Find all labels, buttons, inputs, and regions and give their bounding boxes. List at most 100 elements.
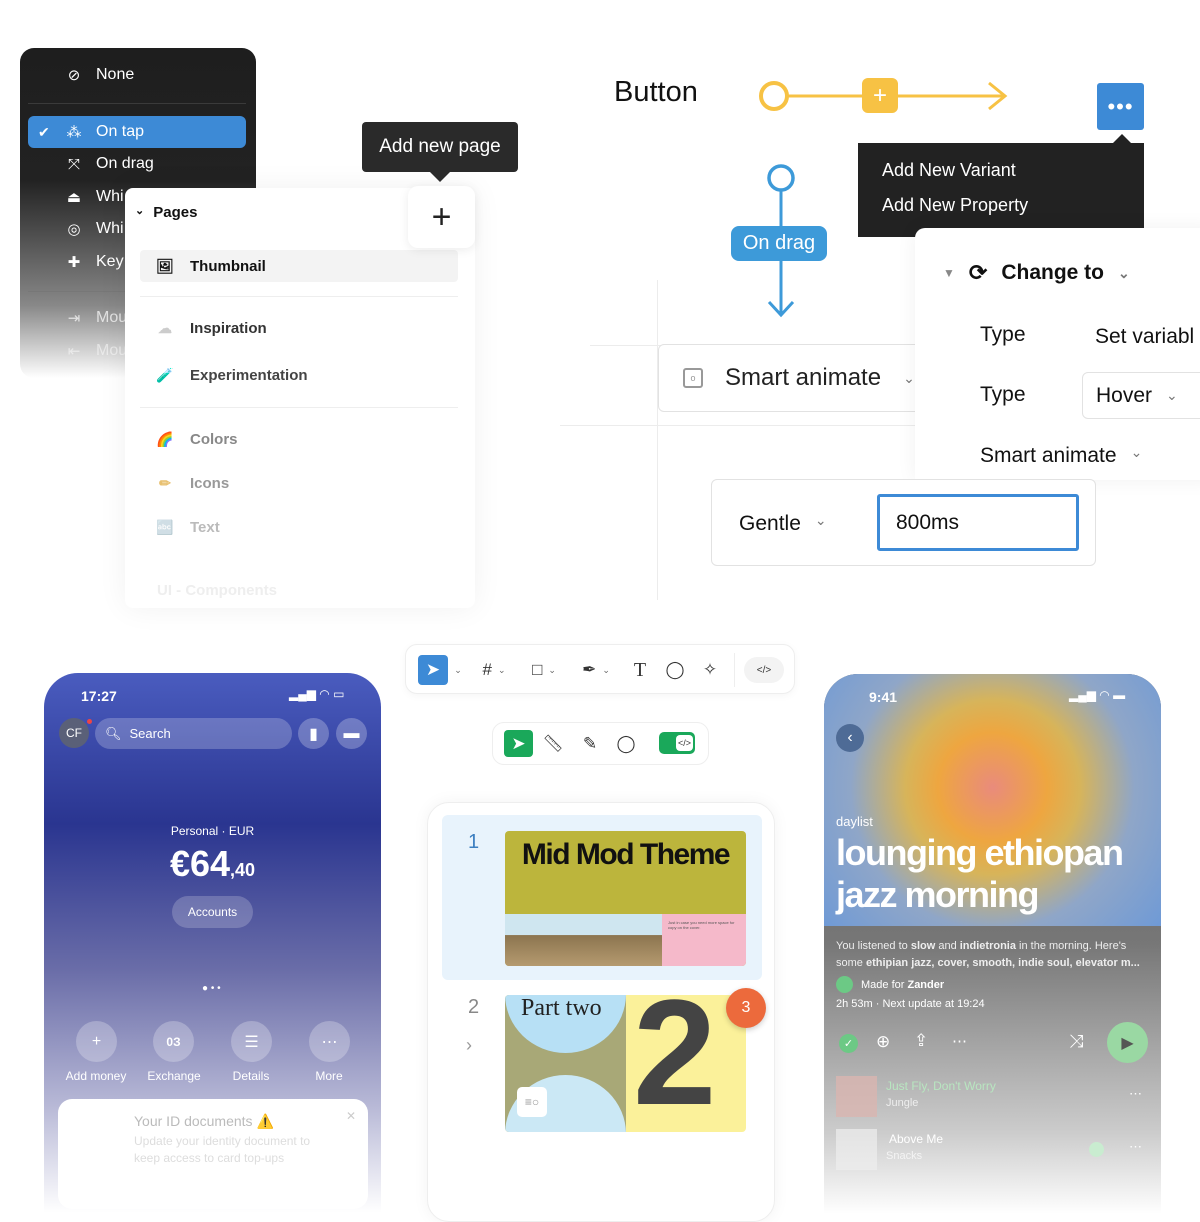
move-tool[interactable]: ➤ bbox=[504, 730, 533, 757]
id-notice-card[interactable]: Your ID documents ⚠️ Update your identit… bbox=[58, 1099, 368, 1209]
ellipsis-icon[interactable]: ⋯ bbox=[952, 1033, 967, 1050]
rectangle-tool[interactable]: □⌄ bbox=[532, 660, 556, 679]
dev-mode-toggle[interactable]: </> bbox=[659, 732, 695, 754]
share-icon[interactable]: ⇪ bbox=[914, 1031, 929, 1050]
bar-chart-icon: ▮ bbox=[309, 725, 318, 743]
duration-input[interactable]: 800ms bbox=[877, 494, 1079, 551]
comment-tool[interactable]: ◯ bbox=[614, 730, 638, 757]
pages-panel: ⌄Pages 🖼Thumbnail ☁Inspiration 🧪Experime… bbox=[125, 188, 475, 608]
trigger-none[interactable]: ⊘None bbox=[28, 59, 246, 91]
text-tool[interactable]: T bbox=[628, 655, 652, 685]
move-tool[interactable]: ➤ bbox=[418, 655, 448, 685]
back-button[interactable]: ‹ bbox=[836, 724, 864, 752]
animation-dropdown[interactable]: Smart animate⌄ bbox=[980, 444, 1143, 467]
analytics-button[interactable]: ▮ bbox=[298, 718, 329, 749]
type-value[interactable]: Set variabl bbox=[1095, 325, 1195, 348]
music-app-screen: 9:41 ▂▄▆ ◠ ▬ ‹ daylist lounging ethiopan… bbox=[824, 674, 1161, 1214]
slide-caption: Just in case you need more space for cop… bbox=[662, 914, 746, 966]
more-options-button[interactable]: ••• bbox=[1097, 83, 1144, 130]
page-item[interactable]: ☁Inspiration bbox=[158, 319, 267, 337]
presenter-notes-icon[interactable]: ≡○ bbox=[517, 1087, 547, 1117]
details-button[interactable]: ☰ bbox=[231, 1021, 272, 1062]
plus-icon: + bbox=[431, 197, 452, 236]
drag-connector bbox=[767, 164, 795, 318]
slide-thumbnail[interactable]: Mid Mod Theme Just in case you need more… bbox=[505, 831, 746, 966]
trigger-key[interactable]: ✚Key bbox=[28, 246, 246, 278]
animation-dropdown[interactable]: o Smart animate⌄ bbox=[658, 344, 937, 412]
slide-big-number: 2 bbox=[633, 995, 717, 1132]
measure-tool[interactable]: 📏︎ bbox=[541, 730, 565, 757]
page-item[interactable]: ✏Icons bbox=[140, 467, 458, 499]
cards-button[interactable]: ▬ bbox=[336, 718, 367, 749]
page-item[interactable]: 🌈Colors bbox=[156, 430, 238, 448]
play-button[interactable]: ▶ bbox=[1107, 1022, 1148, 1063]
page-item[interactable]: UI - Components bbox=[157, 581, 277, 599]
chevron-down-icon[interactable]: ⌄ bbox=[454, 664, 462, 675]
close-icon[interactable]: ✕ bbox=[345, 1109, 356, 1123]
comment-count-badge[interactable]: 3 bbox=[726, 988, 766, 1028]
trigger-while-hovering[interactable]: ◎Whi bbox=[28, 213, 246, 245]
slide-number: 1 bbox=[468, 831, 480, 853]
slide-title: Part two bbox=[521, 995, 602, 1021]
add-interaction-button[interactable]: + bbox=[862, 78, 898, 113]
status-time: 9:41 bbox=[869, 689, 898, 705]
canvas-gridline bbox=[657, 280, 658, 600]
add-money-button[interactable]: + bbox=[76, 1021, 117, 1062]
check-icon: ✔ bbox=[38, 123, 50, 140]
saved-check-icon[interactable] bbox=[1089, 1142, 1104, 1157]
track-title[interactable]: Just Fly, Don't Worry bbox=[886, 1079, 996, 1093]
ellipsis-icon: ••• bbox=[1107, 93, 1134, 119]
action-header[interactable]: ▼ ⟳ Change to⌄ bbox=[943, 260, 1130, 285]
trigger-on-tap[interactable]: ✔⁂On tap bbox=[28, 116, 246, 148]
sparkle-icon: ✧ bbox=[702, 660, 718, 679]
add-page-button[interactable]: + bbox=[408, 186, 475, 248]
ruler-icon: 📏︎ bbox=[542, 733, 564, 753]
menu-item-add-property[interactable]: Add New Property bbox=[882, 195, 1029, 215]
page-item[interactable]: 🖼Thumbnail bbox=[140, 250, 458, 282]
ai-tool[interactable]: ✧ bbox=[698, 655, 722, 685]
exchange-button[interactable]: 0З bbox=[153, 1021, 194, 1062]
track-options-icon[interactable]: ⋯ bbox=[1129, 1086, 1142, 1101]
code-icon: </> bbox=[675, 735, 693, 751]
pages-header[interactable]: ⌄Pages bbox=[135, 204, 198, 221]
frame-tool[interactable]: #⌄ bbox=[482, 660, 506, 679]
canvas-gridline bbox=[560, 425, 920, 426]
track-options-icon[interactable]: ⋯ bbox=[1129, 1139, 1142, 1154]
chevron-down-icon: ⌄ bbox=[1130, 444, 1143, 460]
mouse-leave-icon: ⇤ bbox=[67, 343, 81, 360]
button-component[interactable]: Button bbox=[570, 55, 775, 130]
more-button[interactable]: ⋯ bbox=[309, 1021, 350, 1062]
page-item[interactable]: 🧪Experimentation bbox=[156, 366, 308, 384]
while-pressing-icon: ⏏ bbox=[66, 189, 82, 206]
easing-dropdown[interactable]: Gentle⌄ bbox=[739, 512, 827, 535]
slide-thumbnail[interactable]: Part two 2 ≡○ bbox=[505, 995, 746, 1132]
trigger-while-pressing[interactable]: ⏏Whi bbox=[28, 181, 246, 213]
search-input[interactable]: 🔍︎Search bbox=[95, 718, 292, 749]
pen-tool[interactable]: ✒⌄ bbox=[582, 660, 610, 679]
notice-body: Update your identity document to keep ac… bbox=[134, 1134, 311, 1165]
download-icon[interactable]: ⊕ bbox=[876, 1032, 891, 1051]
annotate-tool[interactable]: ✎ bbox=[578, 730, 602, 757]
track-artwork bbox=[836, 1129, 877, 1170]
pen-icon: ✒ bbox=[582, 660, 597, 679]
avatar[interactable]: CF bbox=[59, 718, 89, 748]
shuffle-icon[interactable]: ⤨ bbox=[1069, 1031, 1084, 1051]
plus-icon: + bbox=[91, 1032, 102, 1050]
track-artwork bbox=[836, 1076, 877, 1117]
comment-icon: ◯ bbox=[616, 733, 636, 753]
menu-item-add-variant[interactable]: Add New Variant bbox=[882, 160, 1016, 180]
saved-check-icon[interactable]: ✓ bbox=[839, 1034, 858, 1053]
accounts-button[interactable]: Accounts bbox=[172, 896, 253, 928]
track-title[interactable]: Above Me bbox=[889, 1132, 944, 1146]
tap-icon: ⁂ bbox=[66, 124, 82, 141]
type-dropdown[interactable]: Hover⌄ bbox=[1082, 372, 1200, 419]
page-item[interactable]: 🔤Text bbox=[156, 518, 220, 536]
chevron-right-icon[interactable]: › bbox=[466, 1035, 472, 1055]
chevron-down-icon: ⌄ bbox=[903, 369, 915, 386]
mouse-enter-icon: ⇥ bbox=[67, 310, 81, 327]
comment-tool[interactable]: ◯ bbox=[663, 655, 687, 685]
trigger-pill[interactable]: On drag bbox=[731, 226, 827, 261]
dev-mode-toggle[interactable]: </> bbox=[744, 657, 784, 683]
spotify-logo-icon bbox=[836, 976, 853, 993]
trigger-on-drag[interactable]: ⤧On drag bbox=[28, 148, 246, 180]
